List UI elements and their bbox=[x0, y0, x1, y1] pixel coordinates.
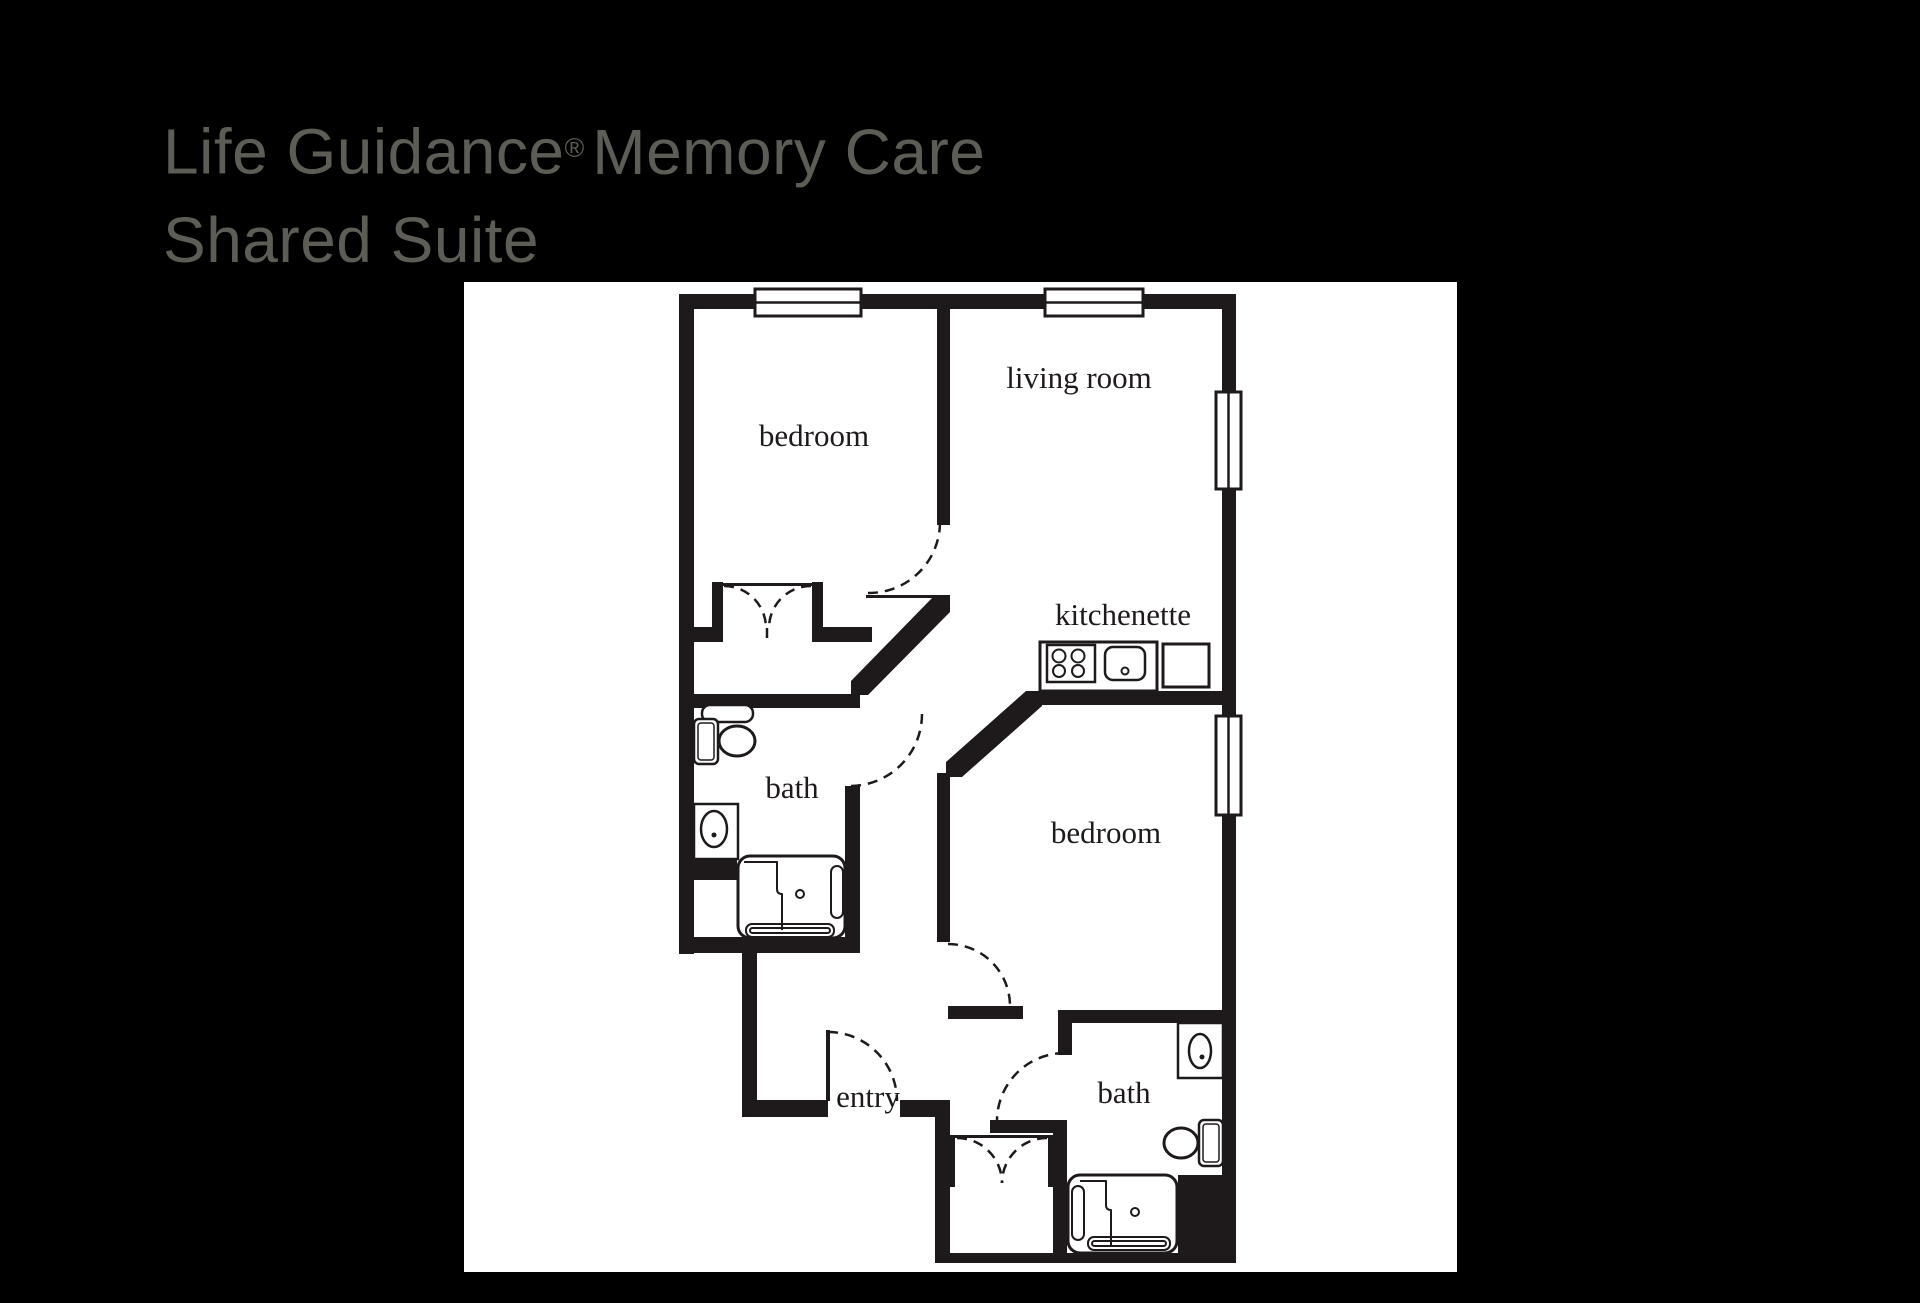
floor-plan-drawing bbox=[679, 287, 1243, 1263]
plan-title: Life Guidance®Memory Care Shared Suite bbox=[163, 104, 985, 284]
bathroom-sink-icon bbox=[692, 802, 740, 861]
lower-bath-door-swing-icon bbox=[995, 1051, 1066, 1122]
corner-wall-block bbox=[1178, 1175, 1236, 1263]
toilet-icon bbox=[1162, 1118, 1225, 1168]
vanity-side-block bbox=[694, 858, 737, 880]
title-product: Memory Care bbox=[592, 115, 986, 188]
living-room-door-swing-icon bbox=[867, 522, 942, 595]
upper-closet-double-door-icon bbox=[723, 584, 812, 640]
room-label-bath-lower: bath bbox=[1097, 1075, 1151, 1110]
upper-bath-right-wall bbox=[845, 786, 860, 953]
room-label-entry: entry bbox=[836, 1079, 900, 1114]
closet-step-wall bbox=[692, 627, 713, 642]
floor-plan-canvas: bedroom living room kitchenette bath bed… bbox=[464, 282, 1457, 1272]
room-label-bedroom-lower: bedroom bbox=[1050, 815, 1162, 850]
lower-bath-door-stub bbox=[1058, 1010, 1072, 1055]
room-label-bedroom-upper: bedroom bbox=[758, 418, 870, 453]
hall-right-wall bbox=[937, 773, 950, 942]
title-line-1: Life Guidance®Memory Care bbox=[163, 104, 985, 196]
entry-left-wall bbox=[742, 937, 757, 1117]
upper-closet-left-jamb bbox=[712, 582, 723, 642]
lower-closet-right-jamb bbox=[1048, 1135, 1053, 1187]
walls bbox=[679, 294, 1236, 1263]
room-label-bath-upper: bath bbox=[765, 770, 819, 805]
entry-wall-right bbox=[900, 1100, 950, 1117]
shelf-icon bbox=[700, 703, 755, 724]
room-label-living-room: living room bbox=[1006, 360, 1152, 395]
bottom-exterior-wall bbox=[935, 1253, 1236, 1263]
window-icon bbox=[1043, 287, 1145, 318]
kitchen-sink-icon bbox=[1103, 645, 1147, 682]
windows bbox=[753, 287, 1243, 817]
lower-closet-header bbox=[950, 1135, 1053, 1138]
toilet-icon bbox=[692, 717, 757, 766]
title-line-2: Shared Suite bbox=[163, 203, 540, 276]
title-brand: Life Guidance bbox=[163, 115, 565, 188]
lower-bath-left-wall-top bbox=[990, 1120, 1067, 1133]
lower-closet-left-wall bbox=[935, 1117, 950, 1263]
hall-bottom-wall bbox=[948, 1006, 1023, 1019]
lower-closet-double-door-icon bbox=[956, 1136, 1048, 1184]
bathtub-icon bbox=[736, 854, 847, 940]
upper-bath-bottom-wall bbox=[679, 937, 849, 953]
bathroom-sink-icon bbox=[1176, 1021, 1225, 1080]
upper-bath-fixtures bbox=[692, 703, 847, 940]
stove-icon bbox=[1045, 643, 1097, 684]
upper-closet-side-wall bbox=[812, 627, 872, 642]
doors bbox=[723, 522, 1066, 1184]
room-label-kitchenette: kitchenette bbox=[1055, 597, 1191, 632]
lower-bedroom-bottom-wall bbox=[1058, 1010, 1236, 1023]
left-exterior-wall bbox=[679, 294, 694, 954]
lower-closet-left-jamb bbox=[950, 1135, 955, 1187]
kitchenette-fixtures bbox=[1038, 640, 1211, 693]
window-icon bbox=[753, 287, 863, 318]
upper-bath-door-swing-icon bbox=[849, 713, 924, 788]
bathtub-icon bbox=[1066, 1173, 1179, 1255]
diagonal-wall-lower bbox=[946, 691, 1042, 777]
refrigerator-icon bbox=[1161, 642, 1211, 689]
entry-wall-left bbox=[742, 1100, 828, 1117]
diagonal-wall-upper bbox=[851, 597, 950, 695]
upper-closet-right-jamb bbox=[812, 582, 823, 642]
lower-bedroom-door-swing-icon bbox=[947, 942, 1012, 1007]
kitchenette-wall bbox=[1030, 691, 1236, 705]
living-room-door-threshold bbox=[866, 595, 950, 598]
window-icon bbox=[1214, 714, 1243, 817]
upper-closet-header bbox=[723, 583, 812, 586]
bedroom-living-divider-wall bbox=[937, 308, 950, 525]
lower-bath-fixtures bbox=[1066, 1021, 1225, 1255]
registered-mark-icon: ® bbox=[564, 133, 585, 163]
entry-door-swing-icon bbox=[826, 1030, 899, 1102]
window-icon bbox=[1214, 390, 1243, 491]
lower-bath-left-wall bbox=[1053, 1120, 1067, 1263]
